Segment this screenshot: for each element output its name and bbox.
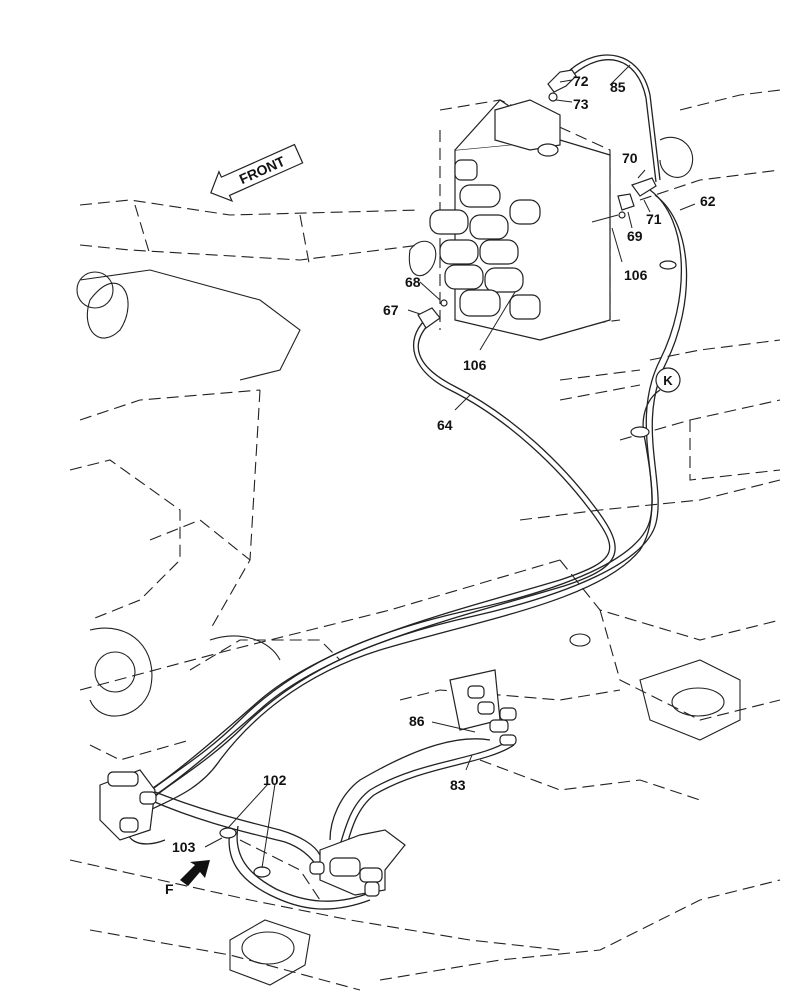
hose-85: [569, 54, 661, 183]
detail-letter: K: [663, 373, 673, 388]
callout-86: 86: [409, 713, 425, 729]
view-f-indicator: F: [165, 860, 210, 897]
hose-86: [329, 738, 491, 841]
spool-stack: [429, 159, 541, 320]
pilot-valve-left: [99, 769, 157, 841]
callout-64: 64: [437, 417, 453, 433]
pilot-valve-bottom: [309, 829, 406, 897]
hose-k: [149, 389, 661, 811]
callout-106-upper: 106: [624, 267, 648, 283]
callout-71: 71: [646, 211, 662, 227]
hose-64: [149, 319, 616, 797]
callout-85: 85: [610, 79, 626, 95]
hose-102-103: [126, 789, 373, 910]
front-arrow: FRONT: [210, 143, 304, 202]
fittings: [417, 69, 657, 329]
callouts: 72 73 85 70 71 62 69 106 68 67 106 64 86…: [172, 73, 716, 855]
callout-70: 70: [622, 150, 638, 166]
detail-k-marker: K: [655, 367, 681, 393]
hose-clamps: [219, 260, 677, 878]
callout-102: 102: [263, 772, 287, 788]
structure-outline: [76, 136, 741, 986]
callout-83: 83: [450, 777, 466, 793]
leader-lines: [204, 64, 696, 869]
callout-103: 103: [172, 839, 196, 855]
callout-67: 67: [383, 302, 399, 318]
hose-62: [139, 189, 688, 807]
callout-62: 62: [700, 193, 716, 209]
hose-83: [339, 739, 515, 849]
front-label: FRONT: [237, 153, 288, 187]
callout-73: 73: [573, 96, 589, 112]
frame-outline: [69, 89, 781, 991]
callout-68: 68: [405, 274, 421, 290]
callout-69: 69: [627, 228, 643, 244]
control-valve: [429, 99, 611, 341]
manifold-block: [449, 669, 517, 746]
view-letter: F: [165, 881, 174, 897]
callout-72: 72: [573, 73, 589, 89]
callout-106-lower: 106: [463, 357, 487, 373]
